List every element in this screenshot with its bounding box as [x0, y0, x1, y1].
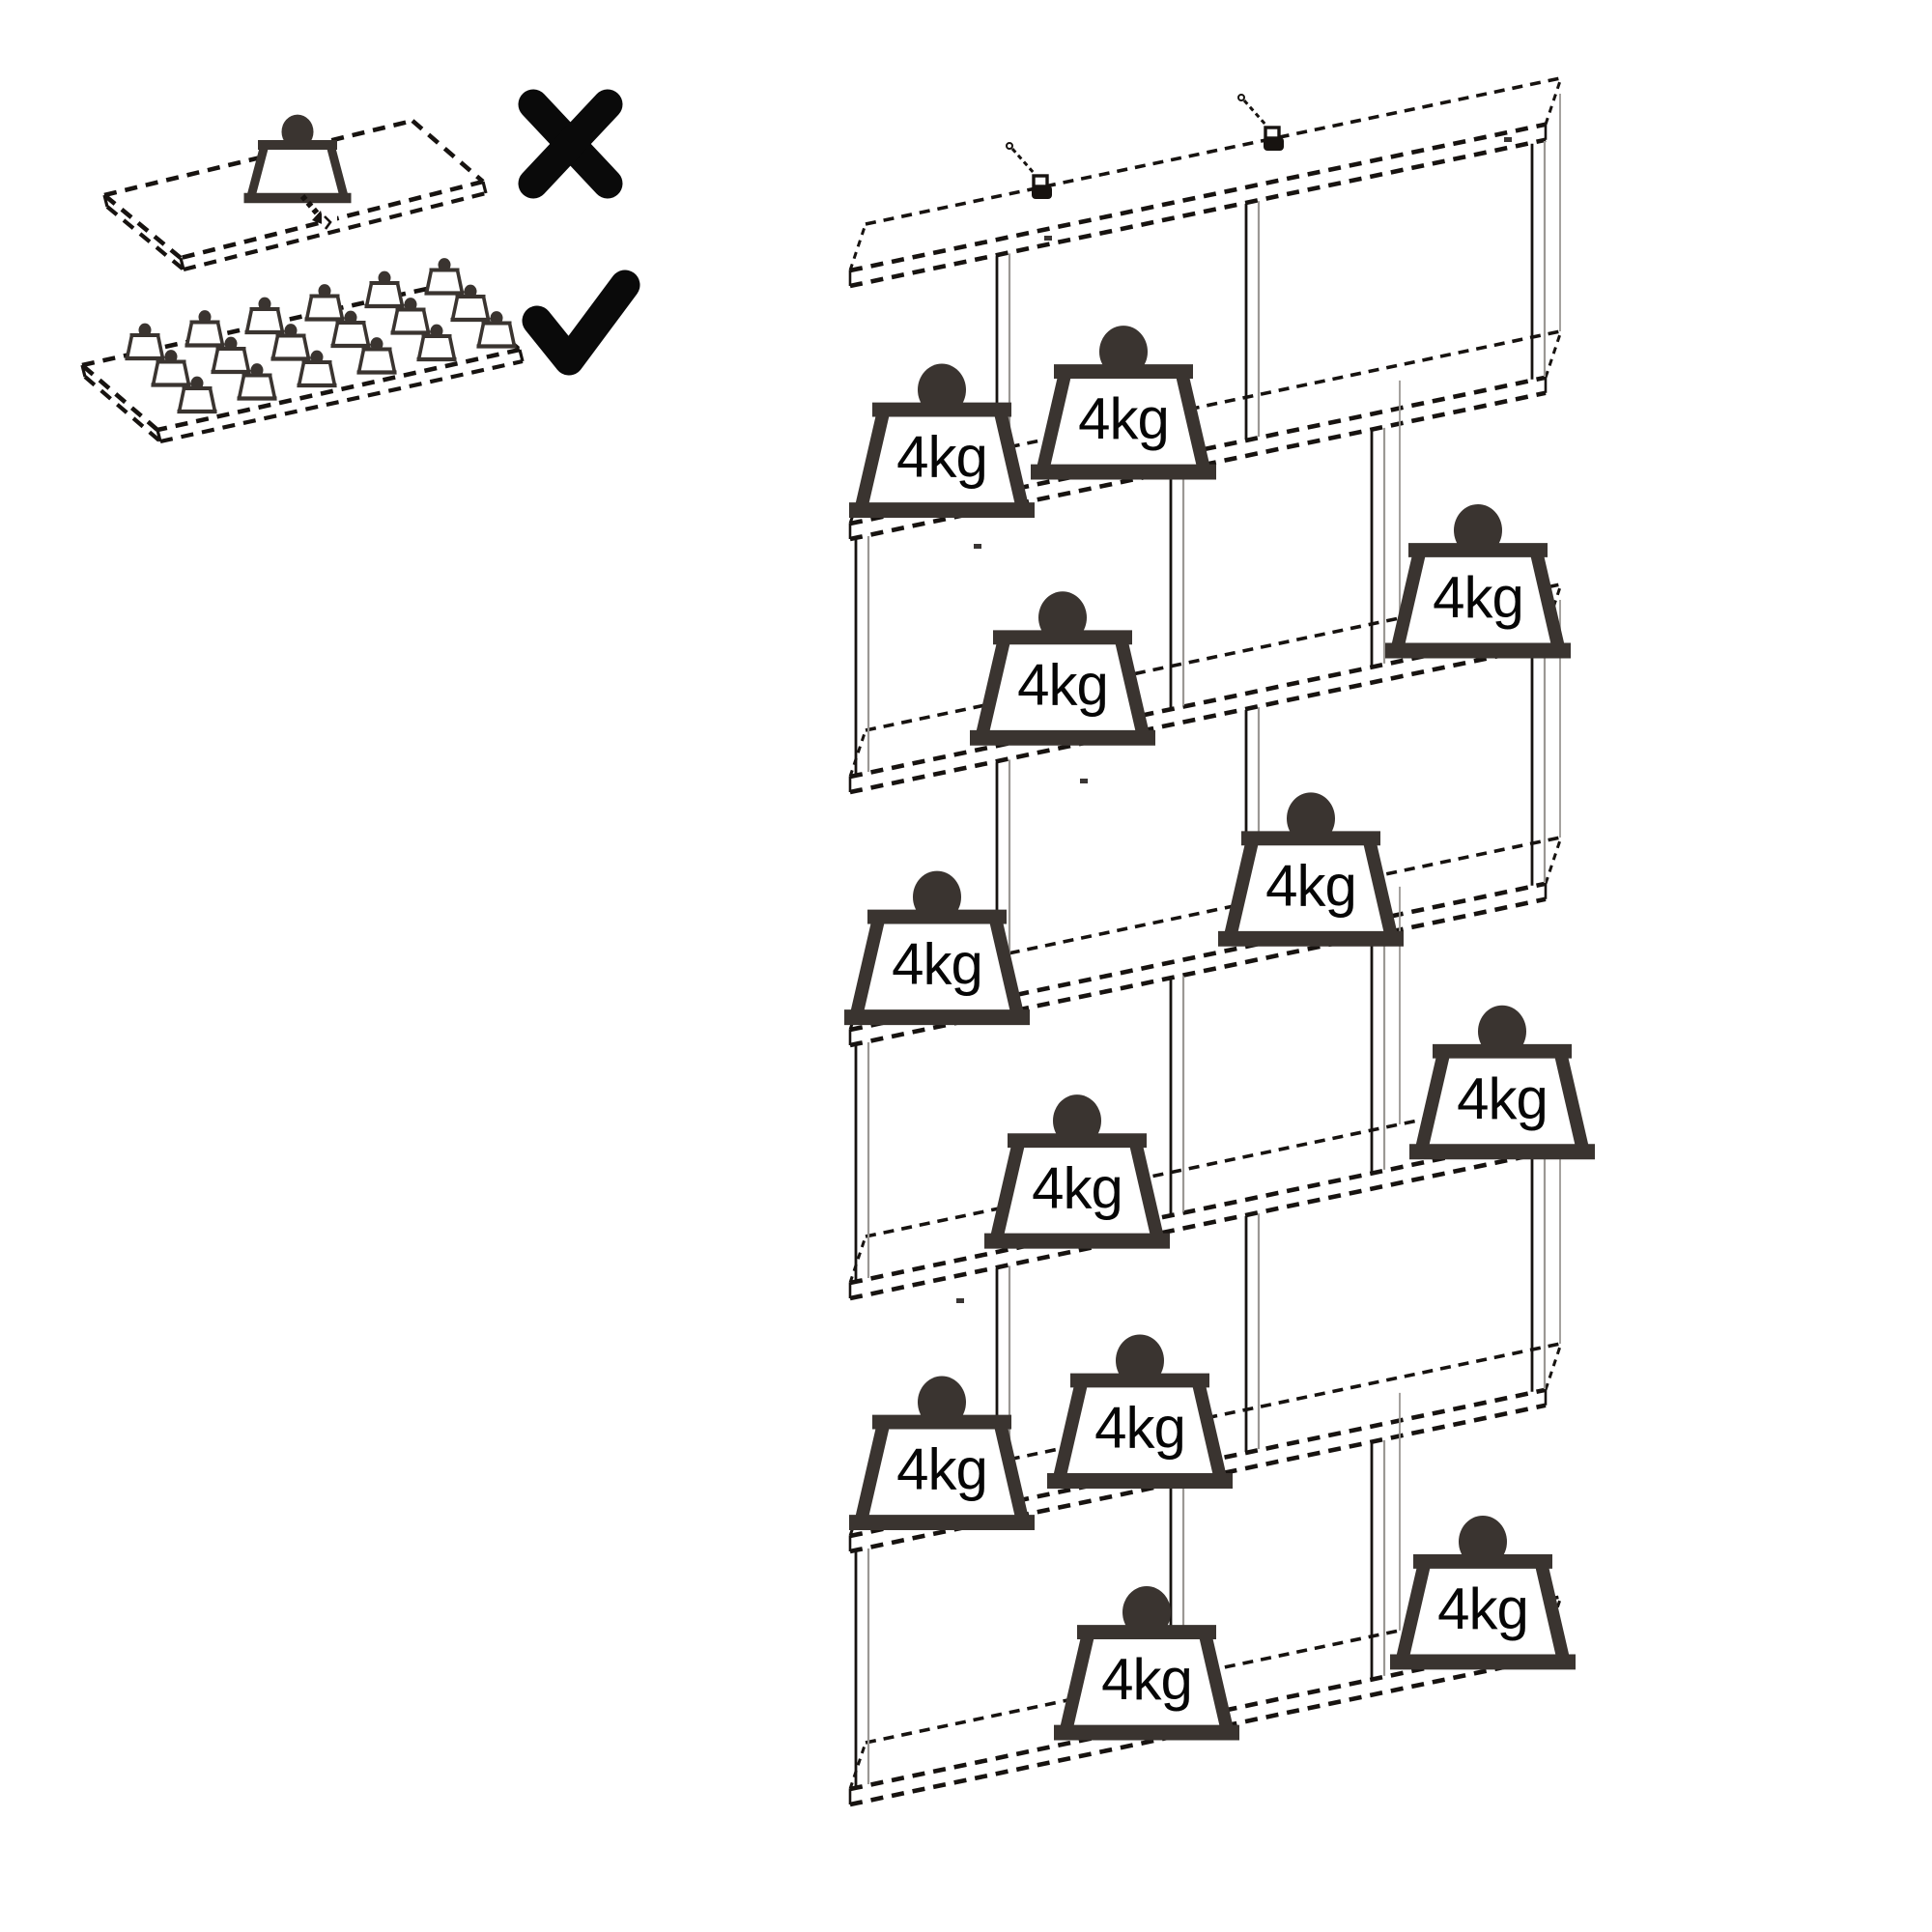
row-verticals [995, 94, 1561, 493]
weight-load-label: 4kg [896, 1437, 987, 1502]
weight-load-label: 4kg [1094, 1396, 1185, 1461]
row-verticals [854, 380, 1401, 775]
weight-load-label: 4kg [892, 932, 982, 997]
check-mark-icon [522, 270, 640, 376]
small-weight-symbol [356, 337, 397, 375]
small-weight-symbol [330, 310, 371, 349]
weight-4kg-symbol: 4kg [970, 591, 1155, 746]
weight-4kg-symbol: 4kg [1409, 1005, 1595, 1160]
small-weight-symbol [390, 298, 431, 335]
zigzag-shelf-diagram: 4kg 4kg 4kg 4kg 4kg 4kg 4kg 4kg 4kg 4kg 4kg 4kg [844, 76, 1595, 1807]
small-weight-symbol [416, 324, 457, 362]
screw-hole-mark [974, 544, 981, 549]
weight-load-label: 4kg [1017, 652, 1108, 717]
screw-hole-mark [956, 1298, 964, 1303]
small-weight-symbol [304, 284, 345, 322]
small-weight-symbol [185, 310, 225, 348]
small-weight-symbol [177, 376, 217, 414]
weight-4kg-symbol: 4kg [1385, 504, 1571, 659]
small-weight-symbol [151, 350, 191, 387]
weight-load-label: 4kg [1433, 565, 1523, 630]
weight-load-label: 4kg [1078, 386, 1169, 451]
small-weight-symbol [270, 324, 311, 361]
small-weight-symbol [237, 363, 277, 401]
small-weight-symbol [450, 284, 491, 323]
weight-4kg-symbol: 4kg [1054, 1586, 1239, 1741]
x-mark-icon [518, 89, 623, 199]
weight-load-label: 4kg [1437, 1577, 1528, 1641]
weight-load-label: 4kg [1032, 1155, 1122, 1220]
row-verticals [854, 886, 1401, 1281]
weight-load-label: 4kg [896, 425, 987, 490]
weight-4kg-symbol: 4kg [984, 1094, 1170, 1249]
wall-bracket-icon [1006, 142, 1052, 199]
small-weight-symbol [297, 350, 337, 388]
small-weight-symbol [424, 258, 465, 296]
screw-hole-mark [1504, 137, 1512, 142]
screw-hole-mark [1080, 779, 1088, 783]
screw-hole-mark [1044, 236, 1052, 241]
weight-4kg-symbol: 4kg [1390, 1515, 1576, 1670]
concentrated-load-example [102, 114, 488, 272]
weight-load-label: 4kg [1457, 1066, 1548, 1131]
weight-4kg-symbol: 4kg [849, 1376, 1035, 1531]
weight-4kg-symbol: 4kg [1218, 792, 1404, 947]
weight-4kg-symbol: 4kg [1047, 1334, 1233, 1489]
shelf-panel [848, 76, 1563, 289]
heavy-weight-symbol [243, 114, 352, 204]
weight-4kg-symbol: 4kg [849, 363, 1035, 519]
small-weight-symbol [476, 311, 517, 349]
small-weight-symbol [364, 270, 405, 309]
weight-4kg-symbol: 4kg [844, 870, 1030, 1026]
weight-load-label: 4kg [1101, 1647, 1192, 1712]
weight-4kg-symbol: 4kg [1031, 326, 1216, 480]
small-weight-symbol [125, 323, 165, 361]
wall-bracket-icon [1237, 94, 1284, 151]
distributed-load-example [80, 258, 525, 444]
small-weight-symbol [244, 297, 285, 335]
small-weight-symbol [211, 336, 251, 375]
weight-load-label: 4kg [1265, 853, 1356, 918]
